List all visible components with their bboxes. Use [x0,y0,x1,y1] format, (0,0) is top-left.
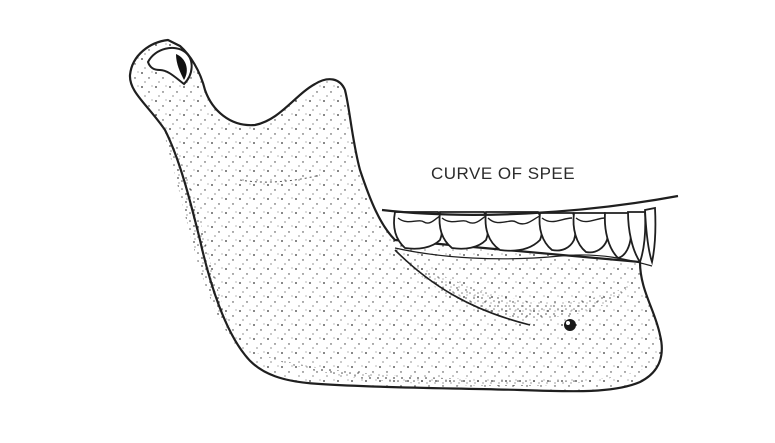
incisor-central [645,208,655,262]
mental-foramen [564,319,576,331]
premolar-1 [574,213,609,252]
molar-1 [486,212,543,251]
curve-of-spee-label: CURVE OF SPEE [431,164,575,184]
canine [605,213,631,258]
molar-2 [440,212,489,249]
molar-3 [394,212,442,249]
incisor-lateral [628,212,645,262]
